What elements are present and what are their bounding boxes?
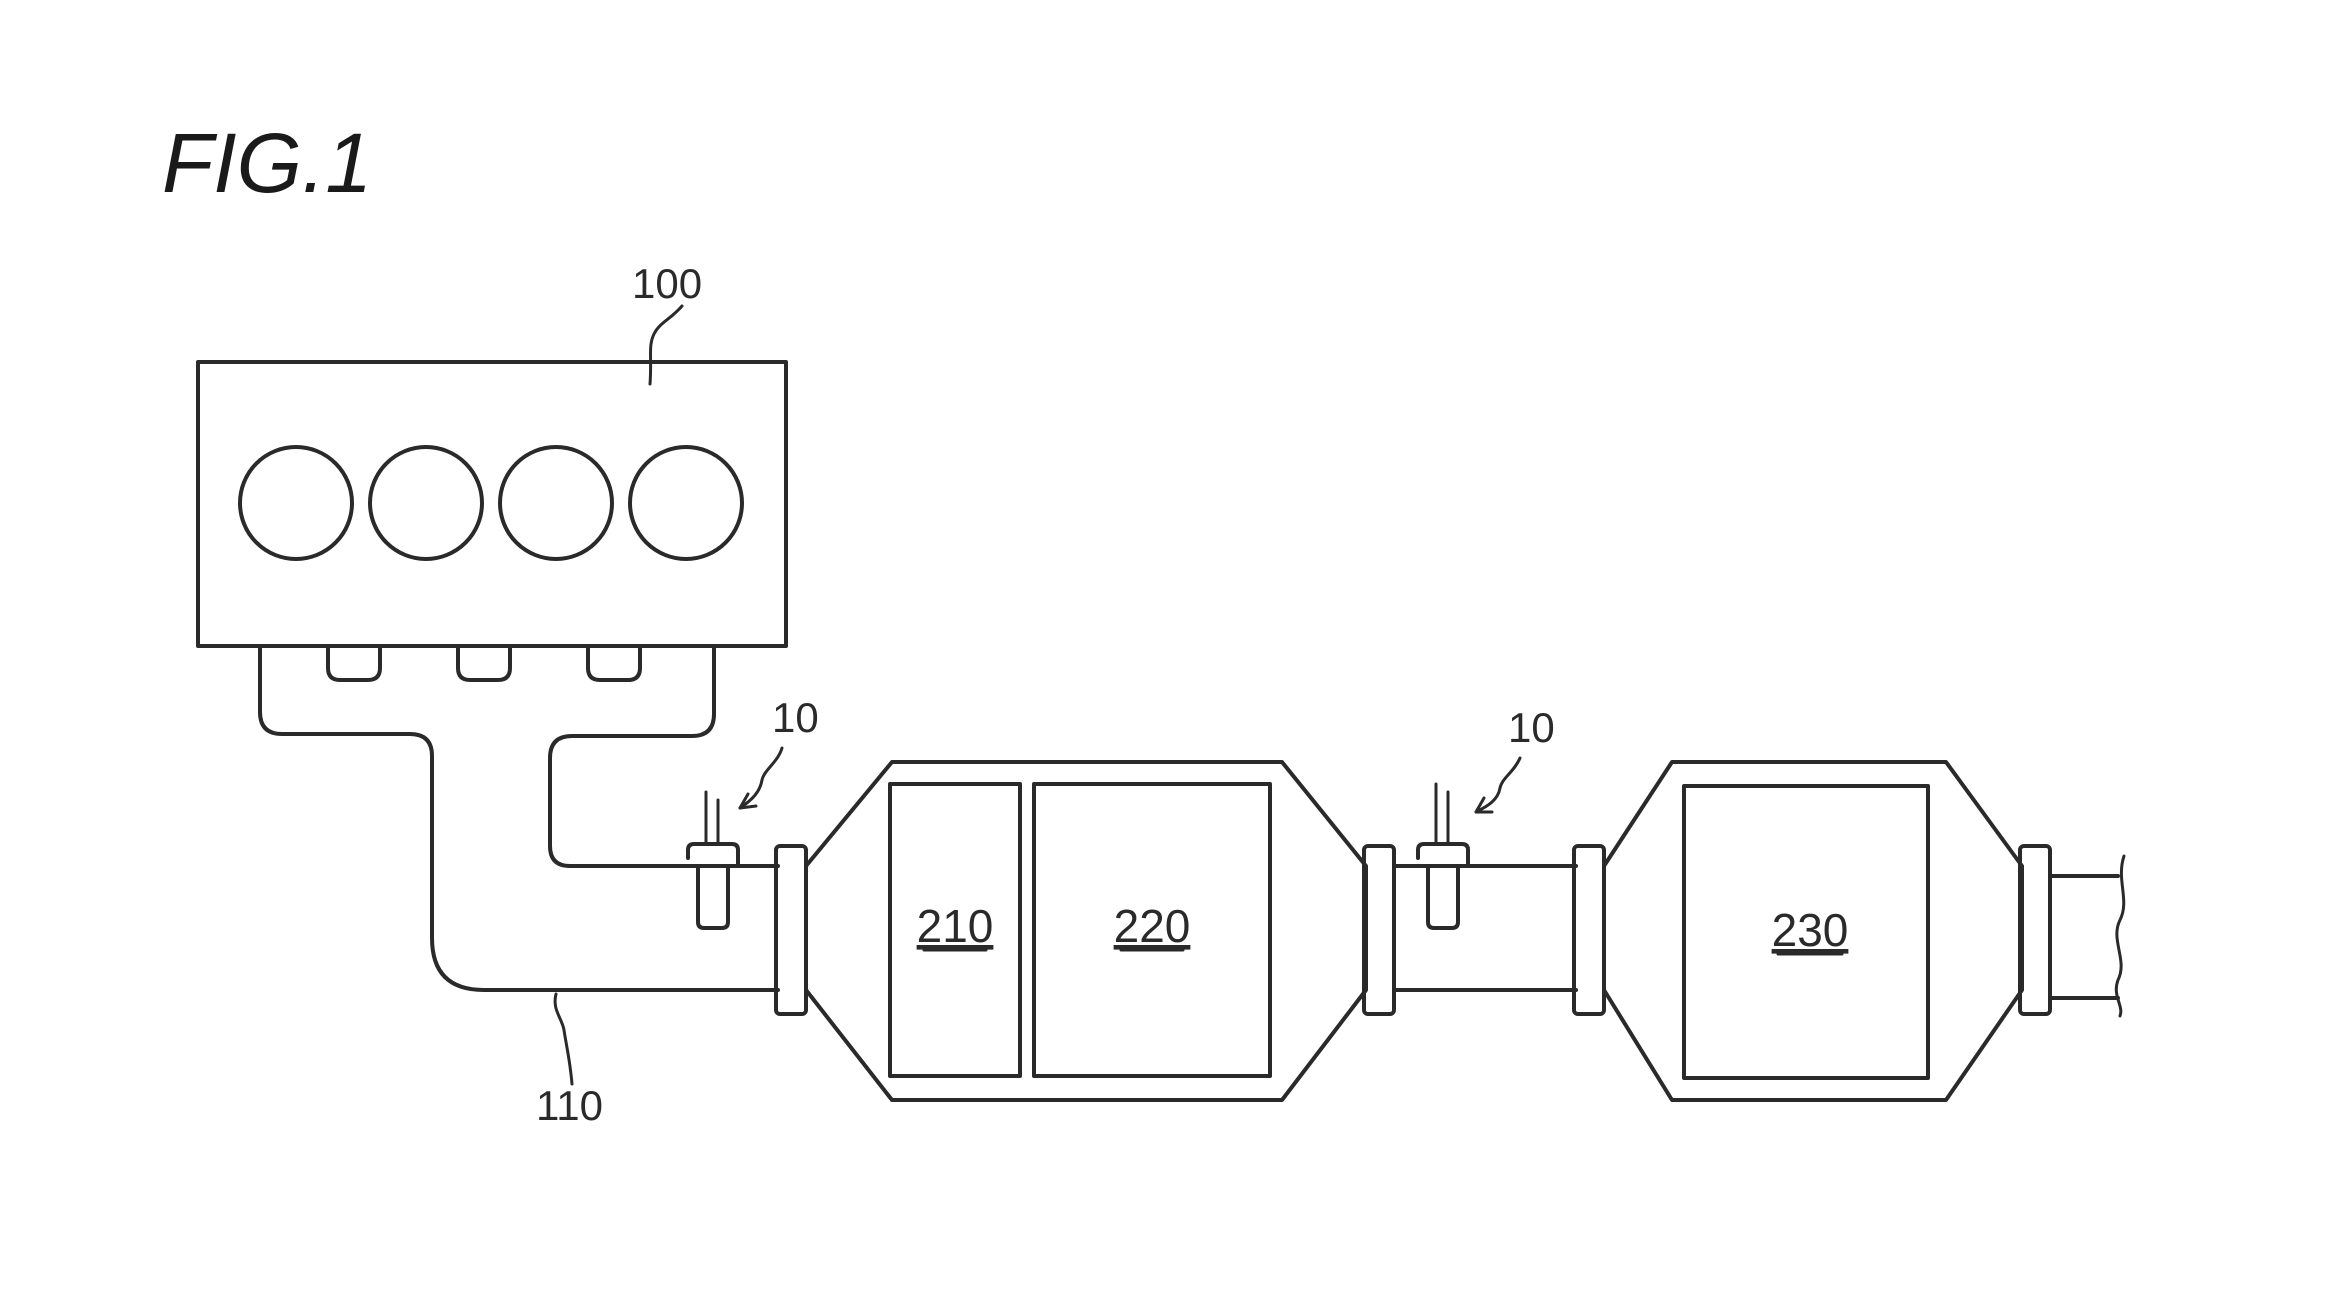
cylinder	[370, 447, 482, 559]
exhaust-port	[458, 646, 510, 680]
sensor-2-wire	[1436, 784, 1448, 844]
flange	[1364, 846, 1394, 1014]
sensor-1-cap	[688, 844, 738, 866]
engine-block	[198, 362, 786, 646]
exhaust-pipe-leader-line	[555, 994, 572, 1084]
component-230-label: 230	[1772, 904, 1849, 956]
exhaust-pipe-outer-wall	[260, 646, 778, 990]
cylinder	[240, 447, 352, 559]
exhaust-port	[328, 646, 380, 680]
engine-ref-label: 100	[632, 260, 702, 307]
sensor-2-probe	[1428, 866, 1458, 928]
exhaust-port	[588, 646, 640, 680]
flange	[776, 846, 806, 1014]
component-220-label: 220	[1114, 900, 1191, 952]
sensor-1-probe	[698, 866, 728, 928]
cylinder	[500, 447, 612, 559]
component-210-label: 210	[917, 900, 994, 952]
tail-pipe	[2050, 856, 2124, 1016]
sensor-1-ref-label: 10	[772, 694, 819, 741]
exhaust-pipe-ref-label: 110	[536, 1082, 603, 1129]
first-converter-housing: 210 220	[806, 762, 1366, 1100]
sensor-1-wire	[706, 792, 718, 844]
flange	[1574, 846, 1604, 1014]
cylinder	[630, 447, 742, 559]
sensor-2-leader-line	[1476, 758, 1520, 812]
figure-label: FIG.1	[162, 116, 372, 210]
sensor-1	[688, 792, 738, 928]
tail-pipe-break-line	[2116, 856, 2124, 1016]
connecting-pipe	[1394, 866, 1576, 990]
engine-leader-line	[650, 306, 682, 384]
sensor-2-cap	[1418, 844, 1468, 866]
sensor-2-ref-label: 10	[1508, 704, 1555, 751]
engine	[198, 362, 786, 680]
exhaust-pipe-inner-wall	[550, 646, 778, 866]
exhaust-pipe	[260, 646, 778, 990]
sensor-2	[1418, 784, 1468, 928]
second-converter-housing: 230	[1604, 762, 2022, 1100]
flange	[2020, 846, 2050, 1014]
